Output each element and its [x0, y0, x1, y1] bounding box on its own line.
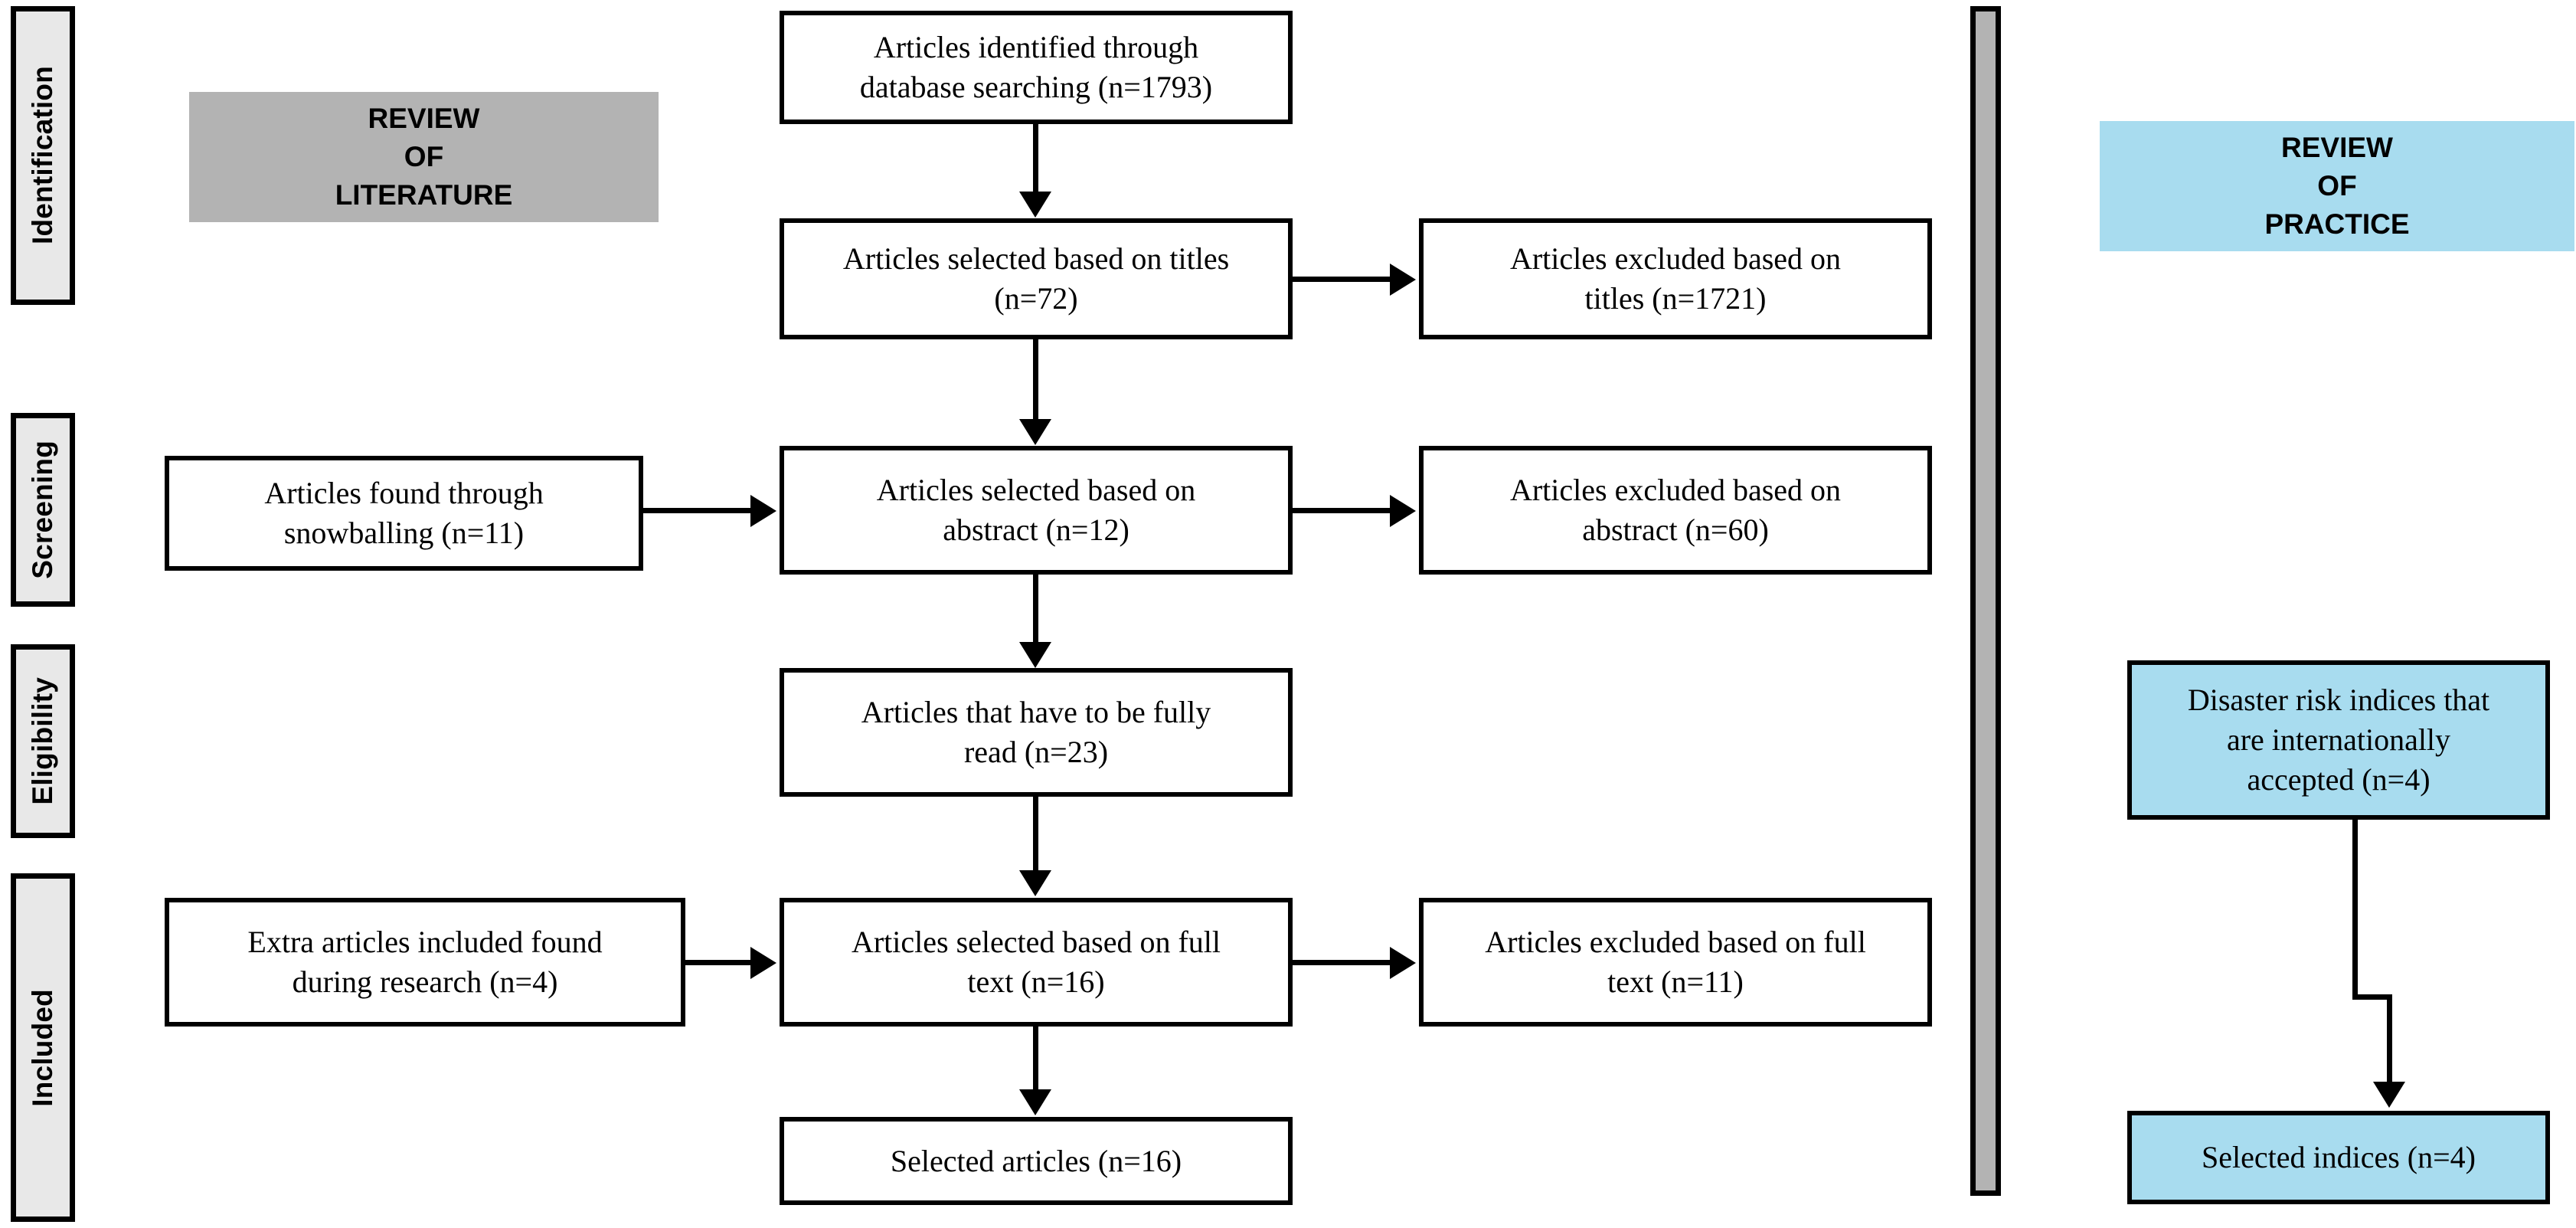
connector-indices-segment-lower	[2387, 994, 2392, 1085]
box-disaster-indices-line3: accepted (n=4)	[2247, 762, 2431, 797]
connector-indices-segment-upper	[2352, 820, 2358, 997]
stage-chip-screening: Screening	[11, 413, 75, 607]
box-articles-excluded-titles: Articles excluded based on titles (n=172…	[1419, 218, 1932, 339]
box-selected-titles-line1: Articles selected based on titles	[842, 241, 1230, 276]
arrowhead-extra-to-fulltext	[750, 947, 776, 979]
connector-indices-step	[2352, 994, 2392, 1000]
connector-titles-to-abstract	[1033, 339, 1038, 421]
box-articles-excluded-fulltext: Articles excluded based on full text (n=…	[1419, 898, 1932, 1027]
box-identified-line2: database searching (n=1793)	[859, 70, 1213, 104]
banner-practice-line1: REVIEW	[2281, 131, 2393, 163]
banner-review-of-literature: REVIEW OF LITERATURE	[189, 92, 659, 222]
box-articles-fully-read: Articles that have to be fully read (n=2…	[780, 668, 1293, 797]
stage-label-screening: Screening	[27, 440, 58, 579]
box-articles-selected-fulltext: Articles selected based on full text (n=…	[780, 898, 1293, 1027]
banner-practice-line2: OF	[2317, 169, 2357, 201]
arrowhead-identified-to-titles	[1019, 192, 1051, 218]
connector-abstract-to-excluded	[1293, 508, 1392, 513]
connector-fulltext-to-selected	[1033, 1027, 1038, 1092]
box-disaster-indices-line2: are internationally	[2226, 722, 2451, 757]
box-selected-indices-line1: Selected indices (n=4)	[2202, 1140, 2476, 1174]
arrowhead-abstract-to-fullyread	[1019, 642, 1051, 668]
box-snowballing-line1: Articles found through	[264, 476, 544, 510]
stage-label-included: Included	[27, 988, 58, 1107]
section-divider-bar	[1970, 6, 2001, 1196]
box-selected-fulltext-line2: text (n=16)	[967, 964, 1105, 999]
arrowhead-indices-to-selected	[2373, 1082, 2405, 1108]
box-excluded-titles-line1: Articles excluded based on	[1509, 241, 1842, 276]
arrowhead-titles-to-excluded	[1390, 264, 1416, 296]
arrowhead-snowballing-to-abstract	[750, 495, 776, 527]
box-extra-articles: Extra articles included found during res…	[165, 898, 685, 1027]
banner-literature-line1: REVIEW	[368, 102, 480, 134]
box-fully-read-line1: Articles that have to be fully	[861, 695, 1211, 729]
banner-literature-line2: OF	[404, 140, 444, 172]
connector-identified-to-titles	[1033, 124, 1038, 193]
connector-extra-to-fulltext	[685, 960, 753, 965]
box-selected-articles-line1: Selected articles (n=16)	[890, 1143, 1182, 1178]
stage-chip-eligibility: Eligibility	[11, 644, 75, 838]
box-disaster-indices-line1: Disaster risk indices that	[2187, 683, 2490, 717]
connector-fullyread-to-fulltext	[1033, 797, 1038, 872]
box-selected-titles-line2: (n=72)	[994, 281, 1078, 316]
box-selected-abstract-line1: Articles selected based on	[876, 473, 1196, 507]
box-excluded-fulltext-line1: Articles excluded based on full	[1485, 925, 1866, 959]
stage-label-eligibility: Eligibility	[27, 677, 58, 805]
box-excluded-fulltext-line2: text (n=11)	[1607, 964, 1744, 999]
arrowhead-titles-to-abstract	[1019, 419, 1051, 445]
banner-literature-line3: LITERATURE	[335, 179, 513, 211]
arrowhead-fulltext-to-selected	[1019, 1089, 1051, 1115]
box-selected-indices: Selected indices (n=4)	[2127, 1111, 2550, 1204]
connector-snowballing-to-abstract	[643, 508, 752, 513]
box-snowballing-line2: snowballing (n=11)	[283, 516, 525, 550]
stage-chip-identification: Identification	[11, 6, 75, 305]
box-extra-articles-line1: Extra articles included found	[247, 925, 603, 959]
box-disaster-risk-indices: Disaster risk indices that are internati…	[2127, 660, 2550, 820]
box-excluded-abstract-line1: Articles excluded based on	[1509, 473, 1842, 507]
box-fully-read-line2: read (n=23)	[963, 735, 1109, 769]
arrowhead-fulltext-to-excluded	[1390, 947, 1416, 979]
arrowhead-abstract-to-excluded	[1390, 495, 1416, 527]
stage-chip-included: Included	[11, 873, 75, 1222]
stage-label-identification: Identification	[27, 66, 58, 245]
connector-titles-to-excluded	[1293, 277, 1392, 282]
banner-practice-line3: PRACTICE	[2264, 208, 2410, 241]
banner-review-of-practice: REVIEW OF PRACTICE	[2100, 121, 2574, 251]
box-extra-articles-line2: during research (n=4)	[292, 964, 558, 999]
box-excluded-titles-line2: titles (n=1721)	[1584, 281, 1767, 316]
box-selected-abstract-line2: abstract (n=12)	[943, 512, 1129, 547]
box-articles-excluded-abstract: Articles excluded based on abstract (n=6…	[1419, 446, 1932, 575]
arrowhead-fullyread-to-fulltext	[1019, 870, 1051, 896]
box-articles-snowballing: Articles found through snowballing (n=11…	[165, 456, 643, 571]
box-excluded-abstract-line2: abstract (n=60)	[1582, 512, 1769, 547]
box-selected-articles: Selected articles (n=16)	[780, 1117, 1293, 1205]
box-articles-identified: Articles identified through database sea…	[780, 11, 1293, 124]
connector-abstract-to-fullyread	[1033, 575, 1038, 643]
box-selected-fulltext-line1: Articles selected based on full	[851, 925, 1221, 959]
connector-fulltext-to-excluded	[1293, 960, 1392, 965]
box-articles-selected-abstract: Articles selected based on abstract (n=1…	[780, 446, 1293, 575]
box-identified-line1: Articles identified through	[873, 30, 1199, 64]
box-articles-selected-titles: Articles selected based on titles (n=72)	[780, 218, 1293, 339]
